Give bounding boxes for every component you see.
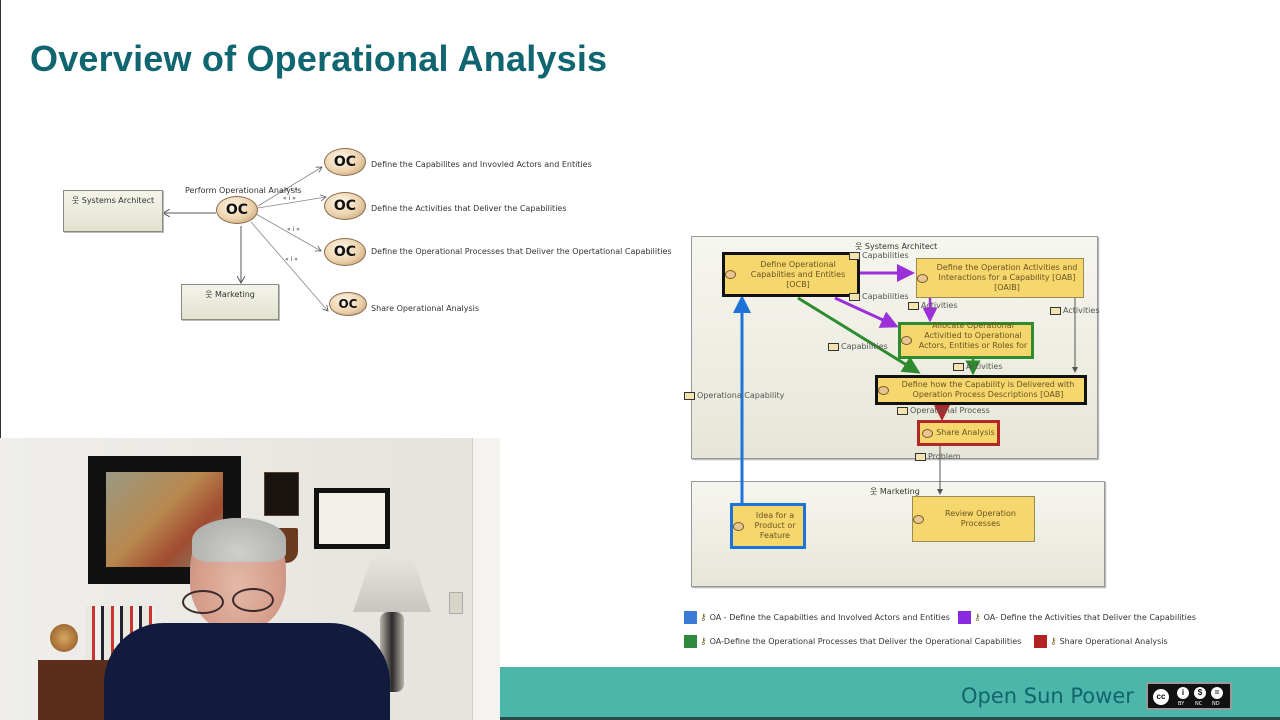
slide-title: Overview of Operational Analysis bbox=[30, 38, 608, 79]
port-icon bbox=[897, 406, 908, 415]
actor-icon: 웃 bbox=[205, 290, 216, 299]
activity-icon bbox=[901, 336, 912, 345]
capability-connectors bbox=[0, 0, 680, 340]
capability-label: Define the Activities that Deliver the C… bbox=[371, 204, 567, 213]
presenter-hair bbox=[192, 518, 286, 562]
capability-label: Share Operational Analysis bbox=[371, 304, 480, 313]
slide-left-border bbox=[0, 0, 1, 720]
node-review[interactable]: Review Operation Processes bbox=[912, 496, 1035, 542]
cc-icon: cc bbox=[1151, 687, 1171, 707]
light-switch bbox=[449, 592, 463, 614]
key-icon: ⚷ bbox=[974, 612, 981, 623]
actor-icon: 웃 bbox=[870, 487, 880, 496]
legend-swatch bbox=[684, 635, 697, 648]
presenter-shirt bbox=[104, 623, 390, 720]
legend-item[interactable]: ⚷OA-Define the Operational Processes tha… bbox=[684, 635, 1021, 648]
port-icon bbox=[828, 342, 839, 351]
activity-icon bbox=[733, 521, 744, 531]
port-activities: Activities bbox=[1050, 306, 1100, 315]
actor-icon: 웃 bbox=[71, 196, 82, 205]
include-label: « i » bbox=[285, 186, 298, 193]
activity-icon bbox=[922, 428, 934, 438]
include-label: « i » bbox=[287, 226, 300, 233]
port-icon bbox=[915, 452, 926, 461]
node-share-analysis[interactable]: Share Analysis bbox=[917, 420, 1000, 446]
capability-icon[interactable]: OC bbox=[329, 292, 367, 316]
capability-icon[interactable]: OC bbox=[324, 148, 366, 176]
activity-icon bbox=[725, 270, 736, 279]
brand-name: Open Sun Power bbox=[961, 684, 1134, 708]
wall-plaque bbox=[264, 472, 299, 516]
actor-marketing[interactable]: 웃 Marketing bbox=[181, 284, 279, 320]
node-define-process[interactable]: Define how the Capability is Delivered w… bbox=[875, 375, 1087, 405]
port-icon bbox=[1050, 306, 1061, 315]
port-icon bbox=[849, 292, 860, 301]
flow-connectors bbox=[733, 264, 1078, 504]
capability-label: Define the Operational Processes that De… bbox=[371, 247, 672, 256]
creative-commons-badge[interactable]: cc i $ = BY NC ND bbox=[1146, 682, 1232, 710]
door-frame bbox=[472, 438, 500, 720]
activity-icon bbox=[917, 273, 928, 283]
port-icon bbox=[953, 362, 964, 371]
legend-item[interactable]: ⚷OA- Define the Activities that Deliver … bbox=[958, 611, 1196, 624]
lane-title: 웃 Marketing bbox=[870, 487, 920, 496]
actor-icon: 웃 bbox=[855, 242, 865, 251]
port-icon bbox=[908, 301, 919, 310]
actor-systems-architect[interactable]: 웃 Systems Architect bbox=[63, 190, 163, 232]
legend-swatch bbox=[684, 611, 697, 624]
port-operational-capability: Operationa Capability bbox=[684, 391, 784, 400]
legend-item[interactable]: ⚷Share Operational Analysis bbox=[1034, 635, 1168, 648]
activity-icon bbox=[913, 514, 924, 524]
port-icon bbox=[849, 251, 860, 260]
globe-bookend bbox=[50, 624, 78, 652]
lane-title: 웃 Systems Architect bbox=[855, 242, 938, 251]
central-capability-icon[interactable]: OC bbox=[216, 196, 258, 224]
port-capabilities: Capabilities bbox=[828, 342, 888, 351]
capability-label: Define the Capabilites and Invovled Acto… bbox=[371, 160, 592, 169]
framed-diploma bbox=[314, 488, 390, 549]
key-icon: ⚷ bbox=[700, 636, 707, 647]
port-operational-process: Operational Process bbox=[897, 406, 990, 415]
legend-item[interactable]: ⚷OA - Define the Capabilties and Involve… bbox=[684, 611, 950, 624]
include-label: « i » bbox=[283, 195, 296, 202]
attribution-icon: i bbox=[1176, 686, 1190, 700]
port-activities: Activities bbox=[908, 301, 958, 310]
port-capabilities: Capabilities bbox=[849, 251, 909, 260]
central-capability-label: Perform Operational Analysis bbox=[185, 186, 302, 195]
node-allocate[interactable]: Allocate Operational Activitied to Opera… bbox=[898, 321, 1034, 360]
noderivatives-icon: = bbox=[1210, 686, 1224, 700]
activity-icon bbox=[878, 385, 889, 395]
capability-icon[interactable]: OC bbox=[324, 192, 366, 220]
key-icon: ⚷ bbox=[700, 612, 707, 623]
webcam-video-feed bbox=[0, 438, 500, 720]
include-label: « i » bbox=[285, 256, 298, 263]
capability-icon[interactable]: OC bbox=[324, 238, 366, 266]
node-define-oab[interactable]: Define the Operation Activities and Inte… bbox=[916, 258, 1084, 298]
port-icon bbox=[684, 391, 695, 400]
node-idea[interactable]: Idea for a Product or Feature bbox=[730, 503, 806, 549]
legend-swatch bbox=[1034, 635, 1047, 648]
key-icon: ⚷ bbox=[1050, 636, 1057, 647]
port-capabilities: Capabilities bbox=[849, 292, 909, 301]
noncommercial-icon: $ bbox=[1193, 686, 1207, 700]
eyeglasses bbox=[182, 586, 280, 614]
legend-swatch bbox=[958, 611, 971, 624]
node-define-ocb[interactable]: Define Operational Capabilties and Entit… bbox=[722, 252, 860, 297]
port-problem: Problem bbox=[915, 452, 961, 461]
port-activities: Activities bbox=[953, 362, 1003, 371]
